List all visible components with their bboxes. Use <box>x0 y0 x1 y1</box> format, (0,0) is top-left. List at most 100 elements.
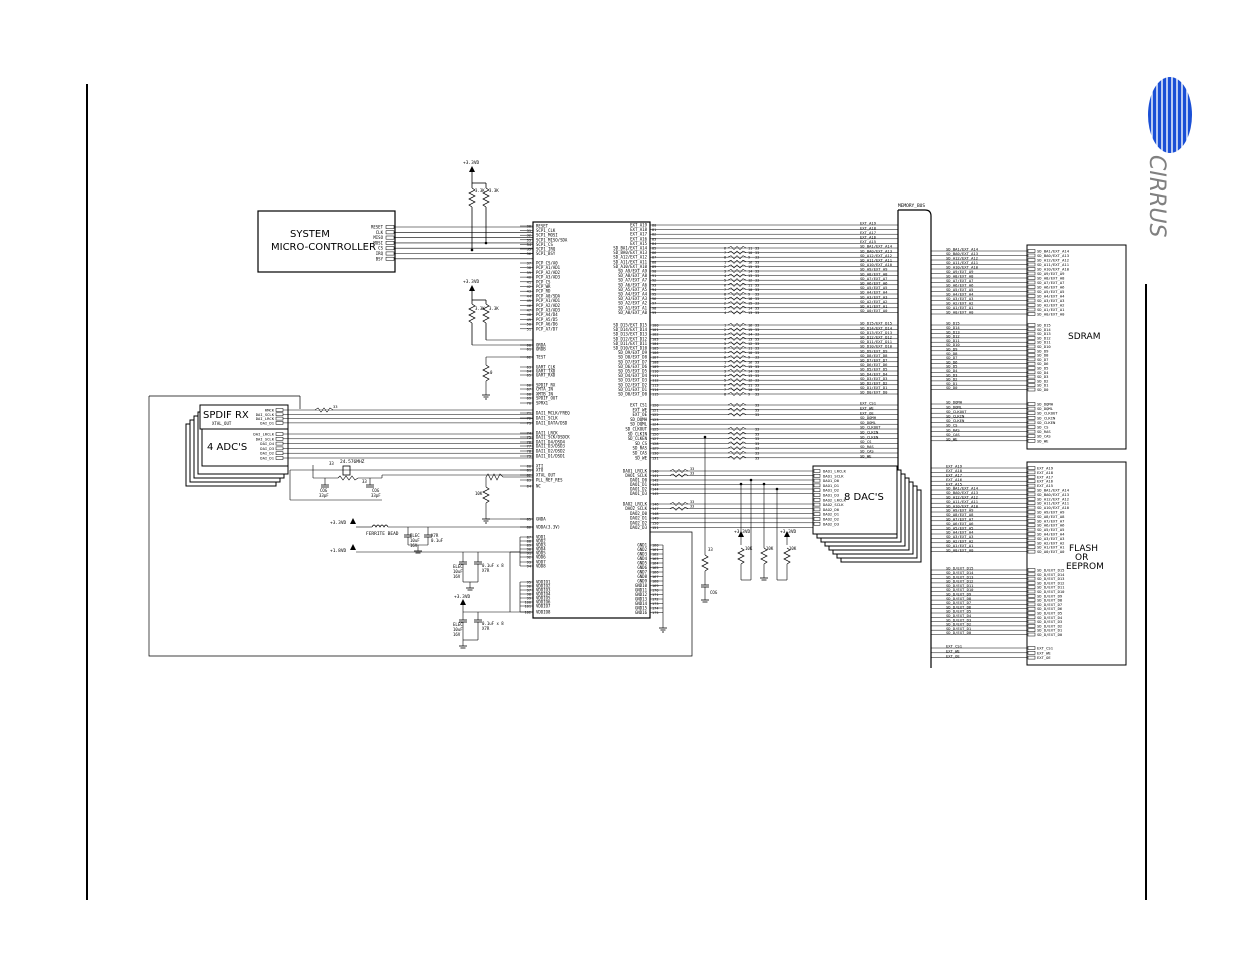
rnet-pin-number: 8 <box>724 356 726 360</box>
rail-label-mid: +3.3VD <box>463 279 480 285</box>
flash-pin <box>1027 581 1036 585</box>
bus-net-label: SD_CS <box>860 439 872 444</box>
chip-pin-number: 83 <box>652 237 656 241</box>
flash-pin-label: EXT_A15 <box>1037 483 1053 488</box>
chip-pin-number: 96 <box>652 297 656 301</box>
chip-right-pin-label: SD_BA0/EXT_A13 <box>613 250 647 255</box>
sdram-net-label: SD_D12 <box>946 334 960 339</box>
rnet-pin-number: 1 <box>724 360 726 364</box>
rnet-value: 33 <box>755 413 759 417</box>
cap-label: 10uF <box>453 569 463 574</box>
sdram-net-label: SD_CAS <box>946 432 960 437</box>
cap-label: X7R <box>482 568 490 573</box>
flash-pin-label: EXT_OE <box>1037 655 1051 660</box>
chip-pin-number: 90 <box>652 270 656 274</box>
sdram-pin <box>1027 340 1036 344</box>
chip-left-pin-label: SPDIF_RX <box>536 383 556 388</box>
flash-pin <box>1027 655 1036 660</box>
flash-pin-label: SD_BA0/EXT_A13 <box>1037 492 1069 497</box>
adc-pin-label: DAI_LRCLK <box>253 432 274 437</box>
chip-gnd-pin-label: GND13 <box>635 597 648 602</box>
rnet-pin-number: 2 <box>724 328 726 332</box>
chip-pin-number: 121 <box>652 408 659 412</box>
flash-net-label: SD_D/EXT_D3 <box>946 617 971 622</box>
rnet-pin-number: 13 <box>748 337 752 341</box>
rnet-pin-number: 1 <box>724 297 726 301</box>
chip-left-pin-label: VDD2 <box>536 539 546 544</box>
series-resistor <box>727 350 747 355</box>
sdram-net-label: SD_D0 <box>946 385 958 390</box>
chip-pin-number: 64 <box>527 370 531 374</box>
flash-pin-label: SD_A2/EXT_A2 <box>1037 540 1064 545</box>
series-resistor <box>727 359 747 364</box>
chip-pin-number: 99 <box>652 311 656 315</box>
rnet-value: 33 <box>755 324 759 328</box>
bus-net-label: SD_D4/EXT_D4 <box>860 371 888 376</box>
flash-net-label: SD_D/EXT_D5 <box>946 609 971 614</box>
chip-right-pin-label: SD_CAS <box>633 451 648 456</box>
sdram-pin-label: SD_A11/EXT_A11 <box>1037 262 1070 267</box>
sdram-pin-label: SD_D3 <box>1037 374 1048 379</box>
flash-pin <box>1027 651 1036 655</box>
sdram-pin-label: SD_WE <box>1037 438 1049 443</box>
chip-right-pin-label: SD_D4/EXT_D4 <box>618 373 647 378</box>
sdram-net-label: SD_D14 <box>946 325 960 330</box>
chip-right-pin-label: DAO2_D3 <box>630 525 647 530</box>
chip-pin-number: 95 <box>652 293 656 297</box>
chip-pin-number: 38 <box>527 266 531 270</box>
series-resistor <box>669 473 689 478</box>
flash-net-label: EXT_OE <box>946 653 960 658</box>
sdram-pin <box>1027 383 1036 387</box>
chip-right-pin-label: DAO2_D1 <box>630 516 647 521</box>
rnet-pin-number: 14 <box>748 333 752 337</box>
cap-label: COG <box>320 488 328 493</box>
sdram-pin <box>1027 402 1036 406</box>
chip-left-pin-label: PCP_A1/AD1 <box>536 265 561 270</box>
sdram-pin <box>1027 267 1036 271</box>
dac-pin-label: DAO1_LRCLK <box>823 469 847 474</box>
series-resistor <box>727 250 747 255</box>
crystal-label: 24.576MHZ <box>340 459 365 465</box>
chip-right-pin-label: EXT_WE <box>633 407 648 412</box>
series-resistor <box>727 282 747 287</box>
rnet-pin-number: 13 <box>748 374 752 378</box>
flash-pin <box>1027 501 1036 505</box>
chip-left-pin-label: VDDIO5 <box>536 596 551 601</box>
flash-pin <box>1027 510 1036 514</box>
rail-label: +3.3VD <box>780 529 797 535</box>
rnet-pin-number: 8 <box>724 256 726 260</box>
sdram-pin-label: SD_RAS <box>1037 429 1051 434</box>
flash-label-1: FLASH <box>1069 544 1098 554</box>
chip-pin-number: 87 <box>652 256 656 260</box>
sdram-pin <box>1027 262 1036 267</box>
chip-left-pin-label: PCP_A3/AD3 <box>536 275 561 280</box>
flash-net-label: SD_A12/EXT_A12 <box>946 495 978 500</box>
chip-right-pin-label: DAO1_D2 <box>630 487 647 492</box>
adc-label: 4 ADC'S <box>207 442 247 453</box>
chip-left-pin-label: VDD5 <box>536 551 546 556</box>
flash-net-label: SD_D/EXT_D0 <box>946 630 972 635</box>
adc-pin-label: DAI_SCLK <box>256 436 275 441</box>
rnet-value: 33 <box>755 279 759 283</box>
chip-right-pin-label: SD_CLKOUT <box>625 427 647 432</box>
sdram-pin <box>1027 258 1036 262</box>
chip-left-pin-label: SPRX1 <box>536 401 549 406</box>
flash-pin-label: EXT_WE <box>1037 650 1051 655</box>
gnd-bus <box>659 545 667 633</box>
rnet-value: 33 <box>755 393 759 397</box>
sdram-pin-label: SD_D11 <box>1037 340 1051 345</box>
bus-net-label: SD_D6/EXT_D6 <box>860 362 888 367</box>
chip-pin-number: 131 <box>652 456 659 460</box>
chip-pin-number: 110 <box>652 370 659 374</box>
flash-pin <box>1027 545 1036 549</box>
chip-right-pin-label: SD_D12/EXT_D12 <box>613 336 647 341</box>
dac-pin-label: DAO2_D1 <box>823 512 840 517</box>
rail-label: +3.3VD <box>454 594 471 600</box>
cap-label: X7R <box>482 626 490 631</box>
sdram-pin-label: SD_CAS <box>1037 434 1051 439</box>
cap-label: 16V <box>410 543 418 548</box>
chip-pin-number: 97 <box>527 589 531 593</box>
chip-pin-number: 32 <box>527 234 531 238</box>
micro-pin <box>385 230 395 235</box>
rnet-value: 33 <box>755 388 759 392</box>
